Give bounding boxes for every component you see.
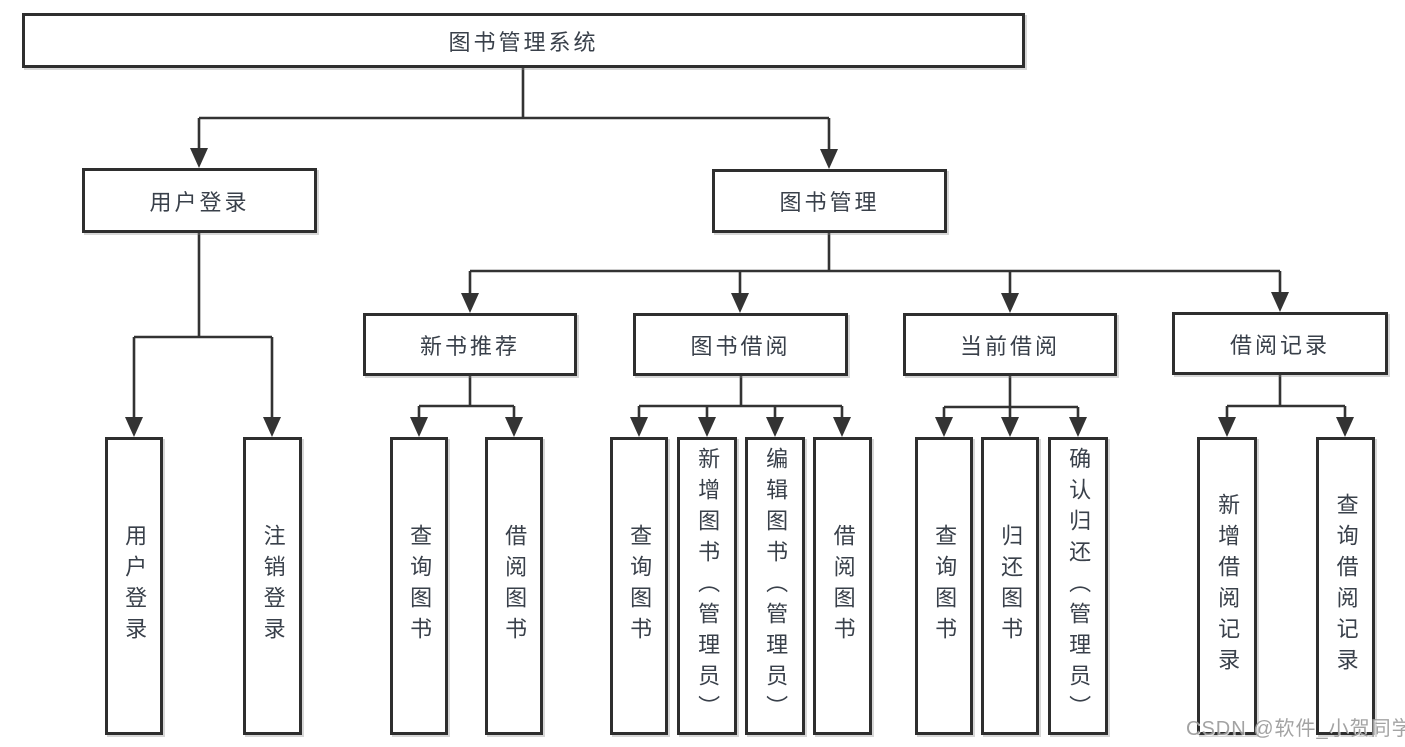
leaf-confirm-return-admin-label: 确认归还（管理员） — [1066, 446, 1092, 726]
leaf-borrowing-query-books: 查询图书 — [610, 437, 668, 735]
leaf-edit-books-admin: 编辑图书（管理员） — [745, 437, 805, 735]
node-borrow-records-label: 借阅记录 — [1229, 332, 1330, 358]
node-current-borrowing-label: 当前借阅 — [959, 333, 1060, 359]
leaf-user-login: 用户登录 — [105, 437, 163, 735]
leaf-logout-label: 注销登录 — [260, 524, 286, 648]
connector-path-group — [132, 68, 1347, 419]
leaf-newbook-borrow-books-label: 借阅图书 — [502, 524, 528, 648]
leaf-borrowing-borrow-books-label: 借阅图书 — [830, 524, 856, 648]
node-book-borrowing: 图书借阅 — [633, 313, 848, 376]
leaf-logout: 注销登录 — [243, 437, 302, 735]
node-book-management-label: 图书管理 — [779, 190, 880, 215]
leaf-borrowing-query-books-label: 查询图书 — [627, 524, 653, 648]
connector-book-borrow — [637, 376, 844, 419]
connector-new-book — [417, 376, 516, 419]
node-book-borrowing-label: 图书借阅 — [690, 333, 791, 359]
connector-user-login — [132, 233, 274, 419]
leaf-query-borrow-record-label: 查询借阅记录 — [1333, 493, 1359, 679]
leaf-add-books-admin: 新增图书（管理员） — [677, 437, 737, 735]
node-borrow-records: 借阅记录 — [1172, 312, 1388, 375]
leaf-add-books-admin-label: 新增图书（管理员） — [695, 446, 721, 726]
csdn-watermark: CSDN @软件_小贺同学 — [1186, 718, 1405, 740]
connector-book-mgmt — [468, 233, 1282, 295]
leaf-add-borrow-record-label: 新增借阅记录 — [1215, 493, 1241, 679]
leaf-add-borrow-record: 新增借阅记录 — [1197, 437, 1257, 735]
node-new-book-recommend-label: 新书推荐 — [419, 333, 520, 359]
connector-root — [197, 68, 831, 151]
leaf-current-query-books-label: 查询图书 — [932, 524, 958, 648]
node-current-borrowing: 当前借阅 — [903, 313, 1117, 376]
leaf-borrowing-borrow-books: 借阅图书 — [813, 437, 872, 735]
leaf-return-books-label: 归还图书 — [998, 524, 1024, 648]
leaf-user-login-label: 用户登录 — [122, 524, 148, 648]
leaf-edit-books-admin-label: 编辑图书（管理员） — [763, 446, 789, 726]
node-system-root-label: 图书管理系统 — [448, 29, 599, 55]
arrowheads — [125, 148, 1354, 437]
leaf-return-books: 归还图书 — [981, 437, 1039, 735]
leaf-newbook-query-books: 查询图书 — [390, 437, 448, 735]
node-new-book-recommend: 新书推荐 — [363, 313, 577, 376]
node-user-login-label: 用户登录 — [149, 189, 250, 215]
leaf-current-query-books: 查询图书 — [915, 437, 973, 735]
node-book-management: 图书管理 — [712, 169, 947, 233]
leaf-query-borrow-record: 查询借阅记录 — [1316, 437, 1375, 735]
connector-borrow-records — [1225, 375, 1347, 419]
connector-current-borrow — [942, 376, 1080, 419]
node-user-login: 用户登录 — [82, 168, 317, 233]
leaf-newbook-borrow-books: 借阅图书 — [485, 437, 543, 735]
leaf-newbook-query-books-label: 查询图书 — [407, 524, 433, 648]
node-system-root: 图书管理系统 — [22, 13, 1025, 68]
leaf-confirm-return-admin: 确认归还（管理员） — [1048, 437, 1108, 735]
